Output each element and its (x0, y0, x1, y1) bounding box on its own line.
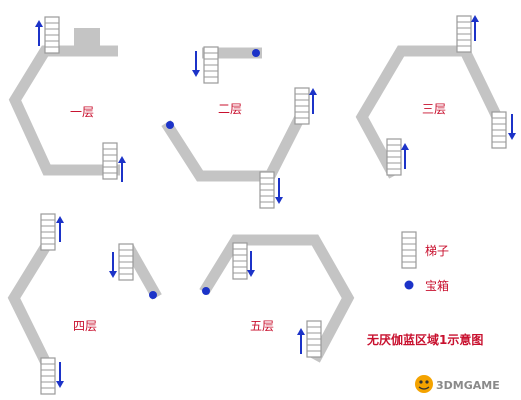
floor-5-arrow-down-icon (246, 250, 256, 278)
floor-4-map: 四层 (7, 213, 162, 395)
legend-chest-icon (404, 280, 414, 290)
floor-2-map: 二层 (161, 46, 318, 209)
floor-2-stairs-top (203, 46, 219, 84)
floor-1-arrow-up-icon (34, 19, 44, 47)
floor-1-corridor (8, 45, 120, 176)
floor-4-arrow-up-icon (55, 215, 65, 243)
floor-5-chest-icon (202, 287, 210, 295)
watermark: 3DMGAME (415, 375, 500, 393)
legend-stairs-label: 梯子 (425, 244, 449, 258)
floor-3-stairs-bottom (386, 138, 402, 176)
floor-3-arrow-down-icon (507, 113, 517, 141)
floor-5-map: 五层 (199, 234, 355, 363)
floor-3-stairs-top (456, 15, 472, 53)
floor-4-corridor (7, 243, 52, 368)
floor-3-arrow-up-icon (470, 14, 480, 42)
floor-4-stairs-side (118, 243, 134, 281)
floor-3-map: 三层 (355, 14, 517, 179)
floor-3-right-corridor (460, 48, 502, 120)
floor-2-chest-icon-2 (166, 121, 174, 129)
floor-4-label: 四层 (73, 319, 97, 333)
floor-3-arrow-up-icon-2 (400, 142, 410, 170)
floor-2-arrow-up-icon (308, 87, 318, 115)
floor-2-arrow-down-icon (191, 50, 201, 78)
floor-2-chest-icon (252, 49, 260, 57)
floor-1-stairs-bottom (102, 142, 118, 180)
floor-5-label: 五层 (250, 319, 274, 333)
floor-5-stairs-top (232, 242, 248, 280)
legend-chest-label: 宝箱 (425, 278, 449, 293)
floor-4-arrow-down-icon (55, 361, 65, 389)
map-caption: 无厌伽蓝区域1示意图 (366, 332, 483, 347)
floor-2-label: 二层 (218, 102, 242, 116)
watermark-text: 3DMGAME (436, 379, 500, 392)
floor-2-corridor (161, 114, 305, 182)
floor-3-stairs-right (491, 111, 507, 149)
floor-1-label: 一层 (70, 105, 94, 119)
floor-4-chest-icon (149, 291, 157, 299)
floor-5-stairs-bottom (306, 320, 322, 358)
floor-1-map: 一层 (8, 16, 127, 183)
legend-stairs-icon (401, 231, 417, 269)
floor-4-arrow-down-icon-2 (108, 251, 118, 279)
floor-2-stairs-right (294, 87, 310, 125)
floor-1-stairs-top (44, 16, 60, 54)
floor-4-stairs-top (40, 213, 56, 251)
floor-3-label: 三层 (422, 102, 446, 116)
floor-5-arrow-up-icon (296, 327, 306, 355)
floor-5-corridor (199, 234, 355, 363)
floor-3-corridor (355, 45, 466, 179)
legend: 梯子 宝箱 (401, 231, 449, 293)
floor-2-arrow-down-icon-2 (274, 177, 284, 205)
watermark-logo (415, 375, 433, 393)
floor-4-stairs-bottom (40, 357, 56, 395)
floor-1-block (74, 28, 100, 47)
floor-2-stairs-bottom (259, 171, 275, 209)
